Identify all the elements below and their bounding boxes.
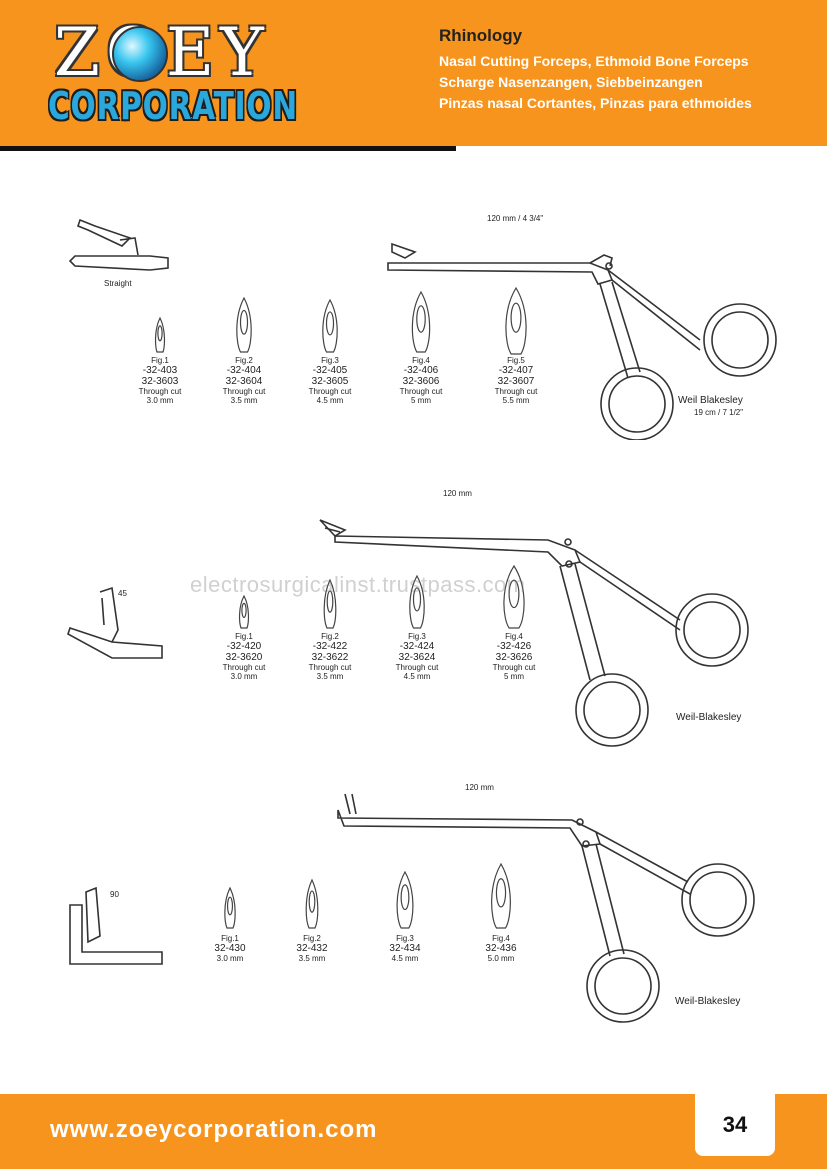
- watermark-text: electrosurgicalinst.trustpass.com: [190, 572, 526, 597]
- page-number: 34: [695, 1094, 775, 1156]
- jaw-fenestra-sketch: [508, 579, 520, 609]
- instrument-name: Weil-Blakesley: [676, 712, 742, 723]
- tip-90-drawing: [69, 904, 163, 965]
- jaw-tip-sketch: [322, 298, 338, 353]
- length-label: 120 mm: [443, 489, 472, 498]
- company-logo: ZOEY CORPORATION: [40, 14, 297, 132]
- jaw-fenestra-sketch: [308, 890, 316, 913]
- title-spanish: Pinzas nasal Cortantes, Pinzas para ethm…: [439, 95, 752, 111]
- page-footer: www.zoeycorporation.com 34: [0, 1094, 827, 1169]
- jaw-tip-sketch: [396, 870, 414, 929]
- jaw-fenestra-sketch: [412, 587, 422, 612]
- instrument-name: Weil-Blakesley: [675, 996, 741, 1007]
- header-titles: Rhinology Nasal Cutting Forceps, Ethmoid…: [439, 26, 752, 116]
- title-german: Scharge Nasenzangen, Siebbeinzangen: [439, 74, 703, 90]
- product-straight: Straight 120 mm / 4 3/4" Weil Blakesley …: [0, 200, 827, 440]
- jaw-fenestra-sketch: [325, 311, 335, 336]
- angle-label: 90: [110, 890, 119, 899]
- instrument-size: 19 cm / 7 1/2": [694, 408, 744, 417]
- category-title: Rhinology: [439, 26, 523, 45]
- forceps-shaft: [334, 535, 582, 567]
- jaw-tip-sketch: [236, 296, 252, 353]
- logo-subtitle: CORPORATION: [48, 84, 298, 128]
- logo-globe-icon: [112, 26, 168, 82]
- jaw-tip-sketch: [154, 316, 166, 353]
- jaw-fenestra-sketch: [157, 325, 163, 342]
- jaw-fenestra-sketch: [226, 896, 234, 916]
- jaw-tip-sketch: [323, 578, 337, 629]
- instrument-name: Weil Blakesley: [678, 395, 743, 406]
- jaw-fenestra-sketch: [510, 302, 522, 333]
- jaw-fenestra-sketch: [241, 602, 247, 619]
- jaw-fenestra-sketch: [239, 309, 249, 335]
- angle-label: 45: [118, 589, 127, 598]
- forceps-shaft: [387, 262, 614, 285]
- jaw-fenestra-sketch: [400, 884, 410, 911]
- forceps-shaft: [337, 809, 602, 847]
- header-divider: [0, 146, 456, 151]
- angled-45-forceps-illustration: [67, 519, 749, 747]
- jaw-tip-sketch: [411, 290, 431, 353]
- jaw-tip-sketch: [238, 594, 250, 629]
- jaw-tip-sketch: [505, 286, 527, 355]
- jaw-tip-sketch: [491, 862, 511, 929]
- jaw-fenestra-sketch: [416, 305, 426, 333]
- straight-forceps-illustration: [68, 218, 777, 440]
- tip-label: Straight: [104, 279, 132, 288]
- length-label: 120 mm / 4 3/4": [487, 214, 544, 223]
- jaw-fenestra-sketch: [326, 590, 334, 613]
- title-english: Nasal Cutting Forceps, Ethmoid Bone Forc…: [439, 53, 749, 69]
- tip-45-drawing: [67, 626, 163, 659]
- website-url[interactable]: www.zoeycorporation.com: [50, 1116, 378, 1143]
- jaw-tip-sketch: [224, 886, 236, 929]
- page-header: ZOEY CORPORATION Rhinology Nasal Cutting…: [0, 0, 827, 146]
- tip-straight-drawing: [68, 255, 169, 271]
- jaw-fenestra-sketch: [495, 878, 507, 908]
- angled-90-forceps-illustration: [69, 793, 755, 1023]
- jaw-tip-sketch: [305, 878, 319, 929]
- jaw-tip-sketch: [503, 564, 525, 629]
- jaw-tip-sketch: [409, 574, 425, 629]
- length-label: 120 mm: [465, 783, 494, 792]
